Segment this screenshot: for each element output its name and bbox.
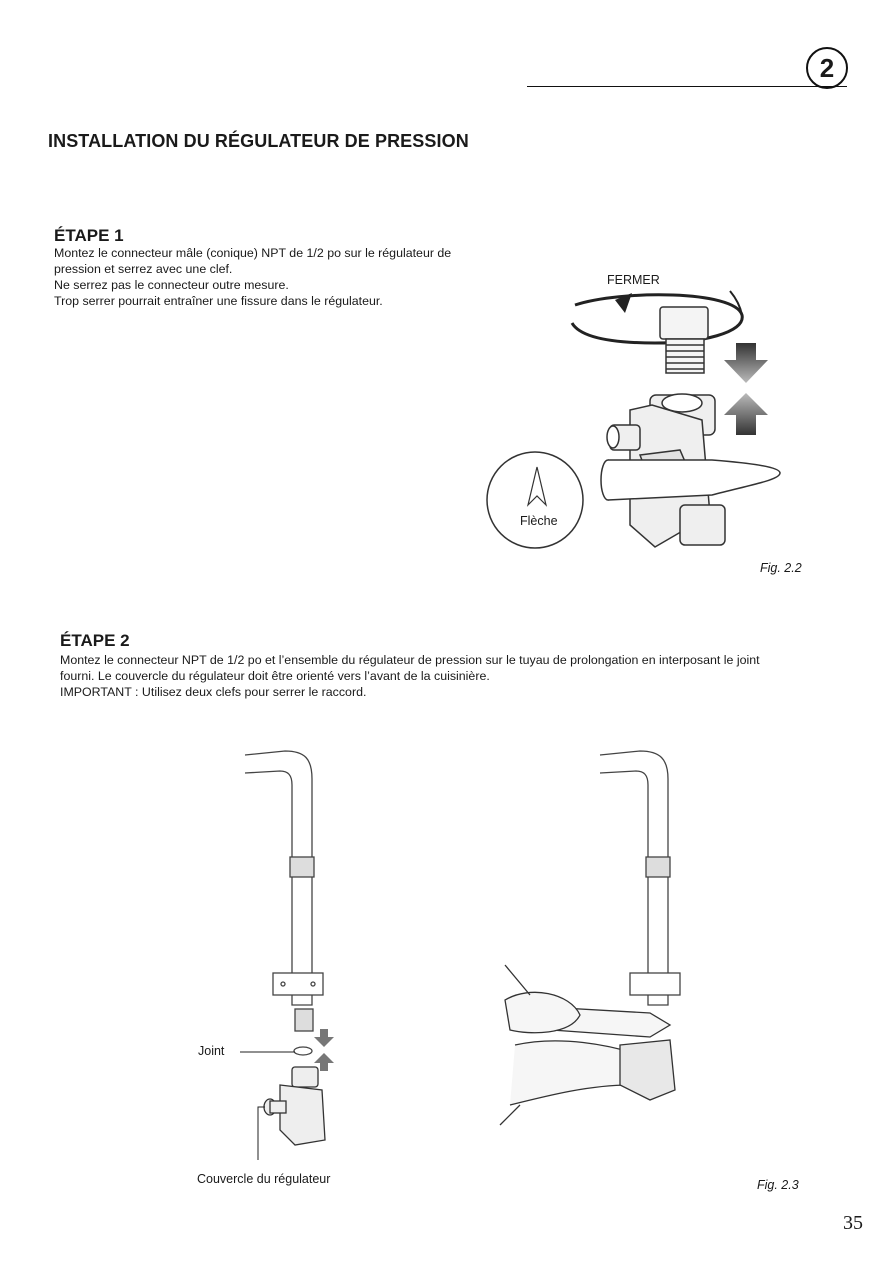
step2-title: ÉTAPE 2 [60, 631, 130, 650]
fig22-label-close: FERMER [607, 273, 660, 287]
fig23-label-joint: Joint [198, 1044, 225, 1058]
fig22-label-arrow: Flèche [520, 514, 558, 528]
step2-text: Montez le connecteur NPT de 1/2 po et l’… [60, 652, 860, 700]
arrow-marking-icon [526, 466, 548, 507]
rotation-arrow-icon [570, 290, 744, 345]
header-rule [527, 86, 847, 87]
chapter-badge: 2 [806, 47, 848, 89]
arrow-magnifier [486, 451, 781, 549]
fig23-caption: Fig. 2.3 [757, 1178, 799, 1192]
step1-text: Montez le connecteur mâle (conique) NPT … [54, 245, 514, 309]
fig23-right-illustration [499, 750, 681, 1126]
fig23-label-cover: Couvercle du régulateur [197, 1172, 331, 1186]
step1-line: pression et serrez avec une clef. [54, 262, 233, 276]
wrench-and-hands [499, 964, 676, 1126]
regulator-assembly [263, 1066, 326, 1146]
fig22-caption: Fig. 2.2 [760, 561, 802, 575]
step1-line: Montez le connecteur mâle (conique) NPT … [54, 246, 452, 260]
step1-line: Ne serrez pas le connecteur outre mesure… [54, 278, 289, 292]
up-arrow-icon [314, 1053, 334, 1071]
male-connector [659, 306, 709, 374]
up-arrow-icon [724, 393, 768, 435]
step2-line: Montez le connecteur NPT de 1/2 po et l’… [60, 653, 760, 667]
section-title: INSTALLATION DU RÉGULATEUR DE PRESSION [48, 131, 469, 151]
down-arrow-icon [724, 343, 768, 383]
down-arrow-icon [314, 1029, 334, 1047]
step2-line: IMPORTANT : Utilisez deux clefs pour ser… [60, 685, 367, 699]
fig23-left-illustration [240, 750, 334, 1160]
fig22-illustration [486, 290, 781, 549]
arrowhead-icon [615, 293, 632, 313]
step2-line: fourni. Le couvercle du régulateur doit … [60, 669, 490, 683]
page-number: 35 [843, 1212, 863, 1234]
step1-title: ÉTAPE 1 [54, 226, 124, 245]
step1-line: Trop serrer pourrait entraîner une fissu… [54, 294, 383, 308]
